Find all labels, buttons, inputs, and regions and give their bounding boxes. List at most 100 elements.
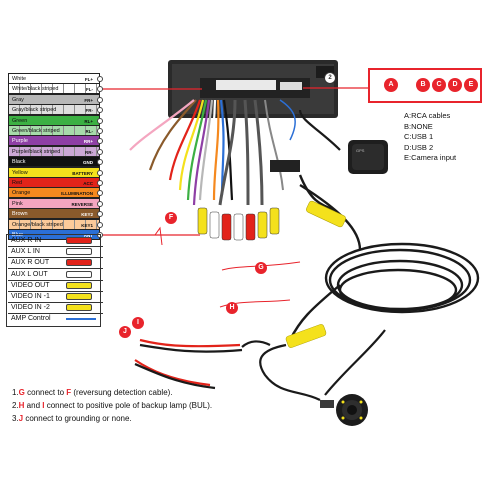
wire-legend-label: Red [12,180,23,186]
wire-legend-row: Black GND [8,156,103,168]
instruction-text: 2. [12,401,19,410]
instruction-text: connect to [24,388,67,397]
connector-dot-icon [97,117,103,124]
instruction-text: and [24,401,43,410]
rca-legend-label: VIDEO OUT [11,281,50,289]
amp-wire-icon [66,318,96,321]
wire-legend-row: Yellow BATTERY [8,166,103,178]
rca-legend-row: AUX R IN [8,235,103,247]
gps-antenna: GPS [298,109,388,174]
wire-legend-function: ACC [83,181,93,186]
video-connector-upper [306,200,346,228]
connector-dot-icon [97,128,103,134]
port-legend-row: C:USB 1 [404,132,433,141]
wire-legend-row: Red ACC [8,177,103,188]
instruction-line: 1.G connect to F (reversung detection ca… [12,388,173,397]
instruction-text: connect to positive pole of backup lamp … [44,401,213,410]
rca-legend-label: AUX R IN [11,237,42,244]
port-legend-text: Camera input [411,153,457,162]
connector-dot-icon [97,200,103,207]
port-legend-key: E: [404,153,412,162]
port-legend-row: D:USB 2 [404,143,433,152]
rca-legend-label: VIDEO IN -1 [11,293,50,300]
wire-legend-label: Pink [12,200,23,207]
port-legend-key: A: [404,111,412,120]
wire-legend-function: BATTERY [72,170,93,176]
port-e-badge: E [464,78,478,92]
video-extension-cable [288,174,480,341]
port-d-badge: D [448,78,462,92]
wire-legend-function: RL- [85,129,94,134]
connector-dot-icon [97,190,103,197]
backup-lamp-leads [134,338,271,390]
rca-plug-icon [66,237,92,244]
wire-legend-function: GND [83,160,93,166]
instruction-text: 3. [12,414,19,423]
wire-legend-row: Green/black striped RL- [8,125,103,136]
wire-legend-label: Gray [12,96,24,103]
lead-h [219,299,291,308]
port-c-badge: C [432,78,446,92]
rca-legend-label: VIDEO IN -2 [11,304,50,312]
wire-legend-label: Purple [12,138,28,145]
instruction-letter: G [18,388,25,397]
rca-plug-icon [66,270,92,278]
svg-text:GPS: GPS [356,148,365,153]
port-legend-key: C: [404,132,412,141]
callout-f: F [165,212,177,224]
instruction-letter: F [66,388,72,397]
instruction-letter: J [18,414,24,423]
camera-cable [259,329,386,401]
connector-dot-icon [97,76,103,82]
connector-dot-icon [97,159,103,166]
connector-dot-icon [97,180,103,186]
port-b-badge: B [416,78,430,92]
connector-dot-icon [97,148,103,155]
rca-plug-row [197,207,280,241]
instruction-line: 2.H and I connect to positive pole of ba… [12,401,212,410]
instruction-letter: I [42,401,45,410]
wire-legend-label: Yellow [12,169,28,176]
wire-legend-function: FR+ [84,97,93,103]
instruction-line: 3.J connect to grounding or none. [12,414,132,423]
instruction-text: (reversung detection cable). [71,388,173,397]
port-legend-text: NONE [411,121,433,131]
port-legend-row: B:NONE [404,122,433,131]
backup-camera [320,394,368,426]
port-legend-row: A:RCA cables [404,111,450,120]
port-a-badge: A [384,78,398,92]
wire-legend-label: Black [12,159,26,166]
connector-dot-icon [97,86,103,93]
wire-legend-function: RL+ [84,118,93,124]
instruction-letter: H [18,401,25,410]
rca-plug-icon [66,248,92,256]
wire-legend-row: Purple RR+ [8,135,103,147]
rca-plug-icon [66,293,92,300]
wire-legend-row: Gray FR+ [8,93,103,105]
wire-legend-function: RR+ [83,139,93,145]
wire-legend-function: FR- [85,108,94,114]
rca-legend-row: AUX L IN [8,246,103,259]
wire-legend-label: Orange/black striped [12,221,63,228]
wire-legend-label: Purple/black striped [12,148,61,155]
wire-legend-function: ILLUMINATION [61,191,93,197]
port-legend-text: RCA cables [411,111,451,120]
lead-g [221,261,301,271]
wire-legend-function: FL- [86,87,93,93]
port-legend-key: D: [404,142,412,152]
connector-dot-icon [97,221,103,228]
wire-legend-label: Green/black striped [12,128,60,134]
callout-j: J [119,326,131,338]
rca-legend-row: VIDEO IN -2 [8,302,103,315]
rca-harness [197,99,300,241]
wire-legend-function: FL+ [84,77,93,82]
blue-lead [279,99,296,141]
rca-legend-label: AMP Control [11,315,51,323]
